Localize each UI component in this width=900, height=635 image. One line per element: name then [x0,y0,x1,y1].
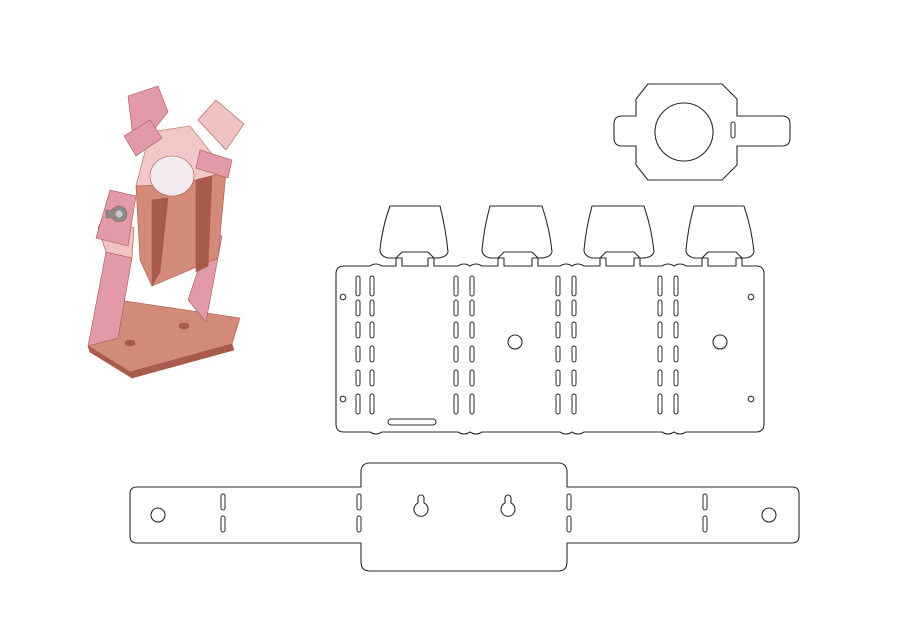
render-bulb [149,155,195,197]
lamp-bracket-render [87,85,245,379]
keyhole-left [413,494,429,517]
shade-tab-3 [583,205,655,259]
shade-tab-1 [379,205,449,259]
shade-tab-4 [685,205,755,259]
shade-bolt-hole [712,334,728,350]
shade-sheet-body [335,257,765,435]
render-tab-left [127,85,169,133]
strap-end-hole-right [761,507,777,523]
ring-plate-slot [730,121,736,139]
shade-small-hole [747,395,755,403]
strap-slots [220,493,708,533]
shade-sheet-outline [335,205,765,435]
shade-bottom-slot [387,418,437,426]
keyhole-right [500,494,516,517]
base-strap-body [129,462,800,572]
shade-slot-columns [355,275,679,415]
strap-end-hole-left [150,507,166,523]
ring-plate-socket-hole [654,102,714,162]
shade-tab-2 [481,205,553,259]
ring-plate-outline [613,83,791,181]
base-strap-outline [129,462,800,572]
shade-small-hole [747,293,755,301]
shade-small-hole [339,293,347,301]
render-tab-right [197,99,245,151]
ring-clamp-outline [613,83,791,181]
shade-bolt-hole [507,334,523,350]
shade-small-hole [339,395,347,403]
